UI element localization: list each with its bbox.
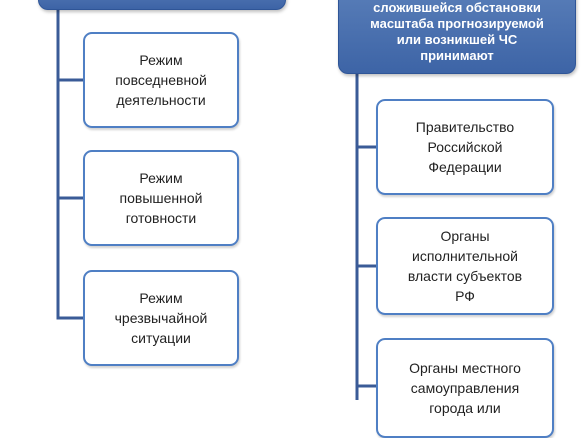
regime-emergency-box: Режим чрезвычайной ситуации — [83, 270, 239, 366]
left-header-box — [38, 0, 286, 10]
right-header-box: сложившейся обстановки масштаба прогнози… — [338, 0, 576, 74]
decision-regional-authorities-box: Органы исполнительной власти субъектов Р… — [376, 217, 554, 315]
diagram: сложившейся обстановки масштаба прогнози… — [38, 0, 576, 438]
connector-lines — [56, 8, 378, 400]
regime-high-alert-box: Режим повышенной готовности — [83, 150, 239, 246]
decision-government-box: Правительство Российской Федерации — [376, 99, 554, 195]
regime-daily-box: Режим повседневной деятельности — [83, 32, 239, 128]
decision-local-government-box: Органы местного самоуправления города ил… — [376, 338, 554, 438]
